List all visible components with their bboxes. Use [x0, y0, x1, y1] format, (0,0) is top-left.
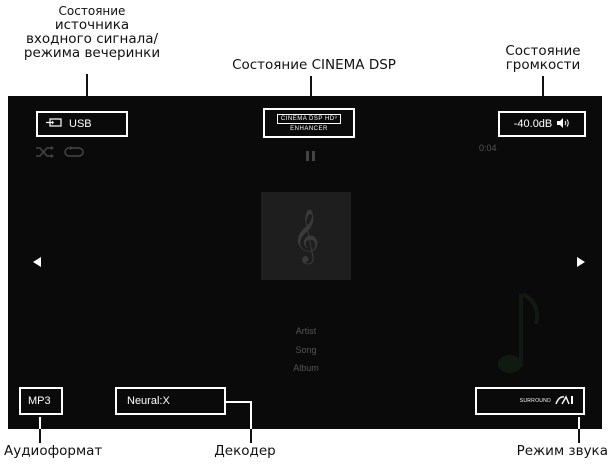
music-note-watermark-icon	[496, 286, 546, 380]
decoder-leader-v	[250, 401, 252, 433]
volume-value: -40.0dB	[513, 118, 553, 130]
decoder-callout: Декодер	[214, 443, 276, 459]
receiver-screen: USB CINEMA DSP HD³ ENHANCER -40.0dB 0:04…	[8, 80, 602, 433]
repeat-icon[interactable]	[63, 143, 85, 162]
input-status-callout-line2: источника	[54, 17, 130, 33]
artist-label: Artist	[295, 326, 317, 336]
treble-clef-icon: 𝄞	[292, 208, 320, 262]
surround-ai-icon	[555, 394, 575, 408]
input-source-box: USB	[36, 111, 128, 137]
left-arrow-icon[interactable]	[33, 257, 41, 267]
cinema-leader-top	[310, 76, 312, 96]
audio-format-leader-v	[39, 417, 41, 433]
song-label: Song	[295, 345, 317, 355]
playback-time: 0:04	[479, 143, 497, 153]
pause-icon[interactable]	[306, 146, 316, 165]
cinema-dsp-logo: CINEMA DSP HD³	[276, 114, 342, 124]
right-arrow-icon[interactable]	[577, 257, 585, 267]
album-art: 𝄞	[261, 192, 351, 280]
sound-mode-leader-v	[578, 417, 580, 433]
audio-format-leader-bottom	[39, 429, 41, 443]
audio-format-callout: Аудиоформат	[4, 443, 103, 459]
volume-box: -40.0dB	[498, 111, 586, 137]
input-status-callout-line1: Состояние	[58, 4, 126, 18]
cinema-dsp-callout: Состояние CINEMA DSP	[232, 57, 396, 73]
input-status-callout-line4: режима вечеринки	[23, 45, 161, 61]
cinema-dsp-box: CINEMA DSP HD³ ENHANCER	[263, 108, 355, 138]
volume-status-callout: Состояние громкости	[478, 44, 608, 72]
sound-mode-leader-bottom	[578, 429, 580, 443]
input-status-callout: Состояние источника входного сигнала/ ре…	[8, 4, 176, 60]
audio-format-value: MP3	[28, 395, 51, 407]
volume-status-callout-line2: громкости	[505, 57, 581, 73]
input-source-icon	[46, 118, 62, 130]
decoder-leader-bottom	[250, 429, 252, 443]
cinema-dsp-sub: ENHANCER	[290, 126, 328, 132]
input-status-callout-line3: входного сигнала/	[25, 31, 159, 47]
surround-label: SURROUND	[519, 398, 551, 404]
input-leader-top	[86, 74, 88, 96]
album-label: Album	[293, 363, 319, 373]
decoder-box: Neural:X	[115, 387, 226, 415]
speaker-icon	[557, 117, 570, 131]
input-source-label: USB	[69, 118, 92, 130]
sound-mode-callout: Режим звука	[516, 443, 608, 459]
volume-status-callout-line1: Состояние	[505, 43, 581, 59]
audio-format-box: MP3	[19, 387, 63, 415]
volume-leader-top	[542, 76, 544, 96]
cinema-dsp-logo-text: CINEMA DSP HD³	[280, 116, 338, 122]
decoder-leader-h	[226, 401, 252, 403]
sound-mode-box: SURROUND	[475, 387, 585, 415]
decoder-value: Neural:X	[127, 395, 170, 407]
shuffle-icon[interactable]	[35, 143, 55, 162]
